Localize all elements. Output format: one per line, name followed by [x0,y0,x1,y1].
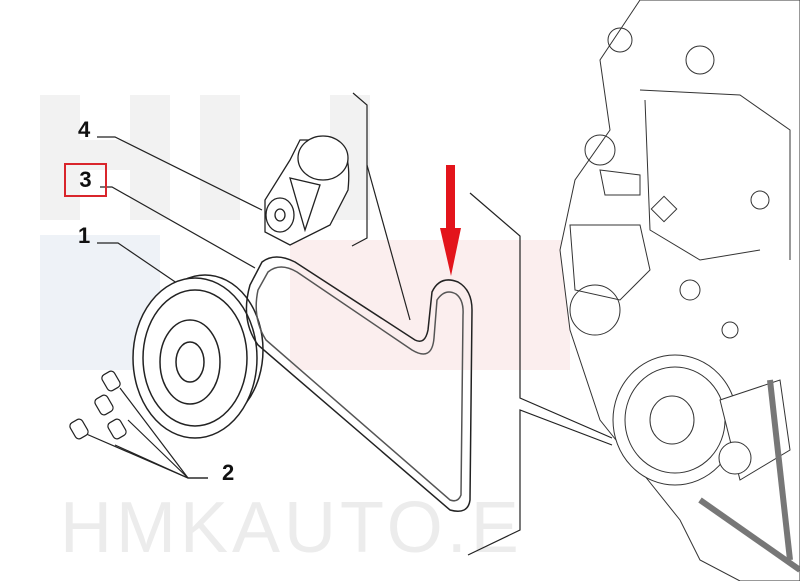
leader-3 [100,186,256,269]
watermark-logo [40,95,570,370]
leader-2b [127,419,189,479]
callout-1[interactable]: 1 [78,223,91,248]
tensioner-pulley [264,135,350,246]
leader-2d [114,444,208,479]
crankshaft-pulley [132,274,264,439]
leader-2a [83,432,208,479]
leader-1 [97,242,191,293]
callout-2[interactable]: 2 [222,460,235,485]
leader-2c [119,387,189,479]
leader-4 [97,136,263,211]
drive-belt [245,256,473,512]
engine-block [559,0,800,581]
leader-lines [83,92,613,556]
bracket-right-lower [467,409,613,556]
callout-3-highlighted[interactable]: 3 [64,163,107,197]
callout-4[interactable]: 4 [78,117,91,142]
bracket-right [469,192,613,439]
bracket-left [351,92,368,247]
pulley-bolts [69,370,127,440]
red-arrow-indicator [440,165,461,276]
